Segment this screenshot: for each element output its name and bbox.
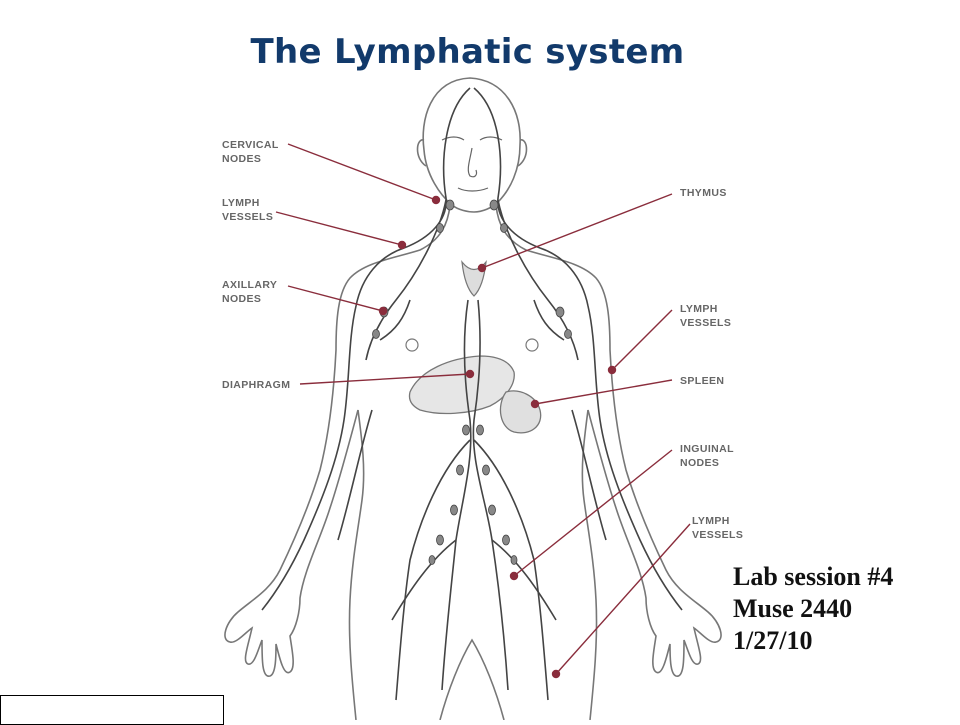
label-lymph-vessels-neck-1: LYMPH (222, 197, 260, 209)
chest-details (405, 260, 539, 352)
lymph-nodes (372, 199, 572, 565)
organs (408, 355, 542, 434)
date-line: 1/27/10 (733, 626, 813, 655)
lymph-vessel-network (261, 87, 683, 701)
body-outline (224, 77, 722, 720)
label-lymph-vessels-leg-2: VESSELS (692, 529, 743, 541)
lab-session-line: Lab session #4 (733, 562, 894, 591)
label-diaphragm: DIAPHRAGM (222, 379, 290, 391)
label-thymus: THYMUS (680, 187, 727, 199)
leader-lines (275, 143, 691, 679)
label-cervical-nodes-2: NODES (222, 153, 261, 165)
label-axillary-nodes-1: AXILLARY (222, 279, 277, 291)
label-cervical-nodes-1: CERVICAL (222, 139, 279, 151)
label-axillary-nodes-2: NODES (222, 293, 261, 305)
label-lymph-vessels-leg-1: LYMPH (692, 515, 730, 527)
label-lymph-vessels-neck-2: VESSELS (222, 211, 273, 223)
label-inguinal-nodes-1: INGUINAL (680, 443, 734, 455)
diagram-labels: CERVICAL NODES LYMPH VESSELS AXILLARY NO… (222, 139, 743, 541)
lab-session-info: Lab session #4 Muse 2440 1/27/10 (733, 561, 893, 657)
label-spleen: SPLEEN (680, 375, 724, 387)
page-title: The Lymphatic system (250, 32, 685, 72)
label-lymph-vessels-arm-2: VESSELS (680, 317, 731, 329)
course-line: Muse 2440 (733, 594, 853, 623)
label-lymph-vessels-arm-1: LYMPH (680, 303, 718, 315)
face-features (441, 136, 503, 192)
label-inguinal-nodes-2: NODES (680, 457, 719, 469)
empty-box (0, 695, 224, 725)
